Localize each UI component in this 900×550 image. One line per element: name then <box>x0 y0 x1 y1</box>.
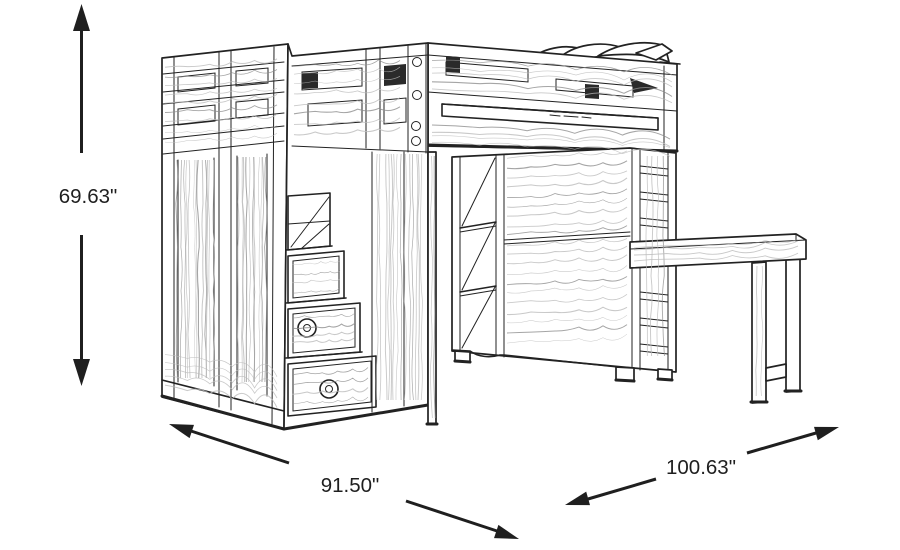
width-dimension-label: 91.50" <box>321 474 380 497</box>
height-arrowhead-up-icon <box>73 4 90 31</box>
height-dimension: 69.63" <box>59 4 118 386</box>
loft-bed-illustration <box>160 41 807 431</box>
depth-dimension-label: 100.63" <box>666 456 736 479</box>
width-arrowhead-left-icon <box>169 424 194 439</box>
depth-arrowhead-left-icon <box>565 491 590 506</box>
height-arrowhead-down-icon <box>73 359 90 386</box>
width-arrowhead-right-icon <box>494 524 519 539</box>
depth-dimension: 100.63" <box>565 426 839 506</box>
width-arrow-shaft-right <box>405 499 498 533</box>
depth-arrowhead-right-icon <box>814 426 839 441</box>
width-arrow-shaft-left <box>190 429 290 465</box>
under-bed-bookcase <box>451 147 677 383</box>
height-dimension-label: 69.63" <box>59 185 118 208</box>
depth-arrow-shaft-right <box>746 431 817 455</box>
storage-stairs <box>282 42 430 431</box>
wood-grain-texture <box>164 58 799 419</box>
width-dimension: 91.50" <box>169 424 519 539</box>
depth-arrow-shaft-left <box>587 477 657 501</box>
